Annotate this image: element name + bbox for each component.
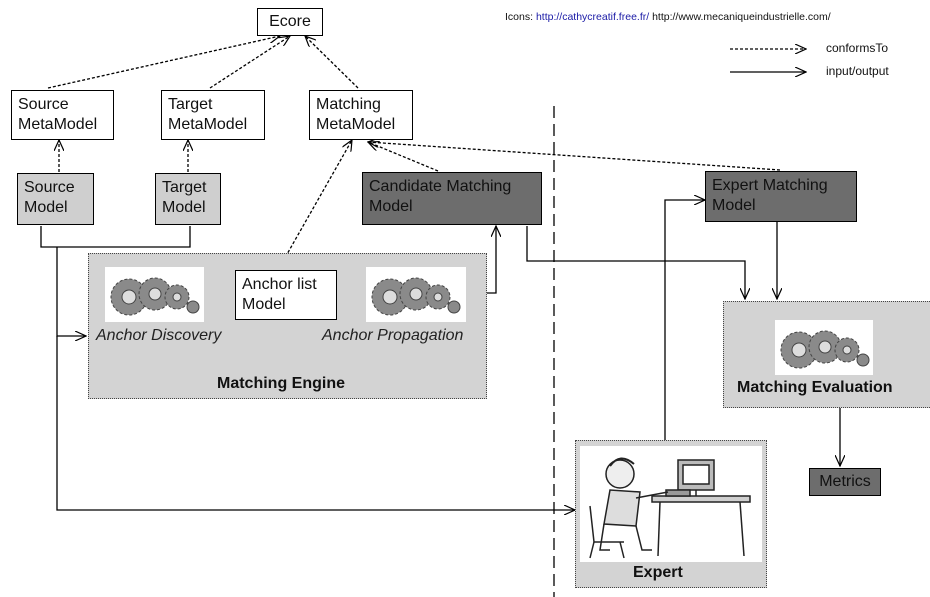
anchor-list-line1: Anchor list — [242, 276, 317, 293]
expert-model-line1: Expert Matching — [712, 177, 828, 194]
candidate-matching-model-box: Candidate Matching Model — [362, 172, 542, 225]
credits-prefix: Icons: — [505, 11, 534, 23]
anchor-discovery-label: Anchor Discovery — [96, 327, 222, 344]
matching-evaluation-title: Matching Evaluation — [737, 379, 893, 396]
target-model-box: Target Model — [155, 173, 221, 225]
target-metamodel-box: Target MetaModel — [161, 90, 265, 140]
matching-metamodel-box: Matching MetaModel — [309, 90, 413, 140]
anchor-discovery-gears-icon — [105, 267, 204, 322]
anchor-list-line2: Model — [242, 296, 286, 313]
source-model-box: Source Model — [17, 173, 94, 225]
candidate-model-line1: Candidate Matching — [369, 178, 512, 195]
anchor-list-model-box: Anchor list Model — [235, 270, 337, 320]
source-metamodel-line1: Source — [18, 96, 69, 113]
metrics-box: Metrics — [809, 468, 881, 496]
target-metamodel-line1: Target — [168, 96, 213, 113]
target-model-line2: Model — [162, 199, 206, 216]
expert-model-line2: Model — [712, 197, 756, 214]
metrics-label: Metrics — [819, 473, 871, 490]
legend-io-label: input/output — [826, 64, 889, 78]
legend-conforms-label: conformsTo — [826, 41, 889, 55]
source-model-line2: Model — [24, 199, 68, 216]
credits-link[interactable]: http://cathycreatif.free.fr/ — [535, 11, 650, 23]
target-model-line1: Target — [162, 179, 207, 196]
source-metamodel-box: Source MetaModel — [11, 90, 114, 140]
matching-evaluation-gears-icon — [775, 320, 873, 375]
matching-metamodel-line1: Matching — [316, 96, 381, 113]
candidate-model-line2: Model — [369, 198, 413, 215]
anchor-propagation-label: Anchor Propagation — [322, 327, 464, 344]
expert-at-computer-icon — [580, 446, 762, 562]
ecore-box: Ecore — [257, 8, 323, 36]
target-metamodel-line2: MetaModel — [168, 116, 248, 133]
source-model-line1: Source — [24, 179, 75, 196]
source-metamodel-line2: MetaModel — [18, 116, 98, 133]
expert-title: Expert — [633, 564, 683, 581]
matching-metamodel-line2: MetaModel — [316, 116, 396, 133]
matching-engine-title: Matching Engine — [217, 375, 345, 392]
credits-rest: http://www.mecaniqueindustrielle.com/ — [652, 11, 831, 23]
icon-credits: Icons: http://cathycreatif.free.fr/ http… — [505, 11, 831, 23]
expert-matching-model-box: Expert Matching Model — [705, 171, 857, 222]
ecore-label: Ecore — [269, 13, 311, 30]
anchor-propagation-gears-icon — [366, 267, 466, 322]
